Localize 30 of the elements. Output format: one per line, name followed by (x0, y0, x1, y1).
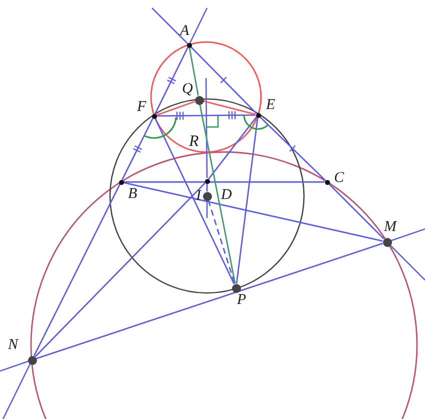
point-label: C (334, 171, 344, 186)
line-segment (190, 46, 257, 114)
line-segment (203, 100, 256, 116)
line-segment (236, 117, 258, 284)
circle-label: R (189, 134, 199, 149)
line-segment (199, 104, 236, 284)
line-segment (328, 183, 384, 240)
point-label: A (180, 24, 190, 39)
point-label: M (384, 220, 396, 235)
line-segment (154, 46, 189, 114)
line-segment (156, 100, 195, 116)
point-label: N (8, 338, 18, 353)
point-label: D (221, 188, 232, 203)
line-segment (188, 47, 199, 96)
line-segment (154, 118, 235, 284)
line-segment (259, 116, 326, 181)
line-segment (208, 200, 236, 284)
point-label: E (266, 98, 276, 113)
line-segment (36, 242, 383, 360)
line-segment (122, 118, 154, 180)
line-segment (208, 116, 258, 180)
point-label: F (137, 100, 146, 115)
point-label: Q (182, 82, 193, 97)
line-segment (123, 182, 383, 242)
line-segment (156, 114, 256, 117)
line-segment (34, 182, 206, 358)
line-segment (124, 181, 324, 183)
point-label: B (128, 187, 138, 202)
line-segment (33, 184, 120, 356)
point-label: P (237, 293, 246, 308)
